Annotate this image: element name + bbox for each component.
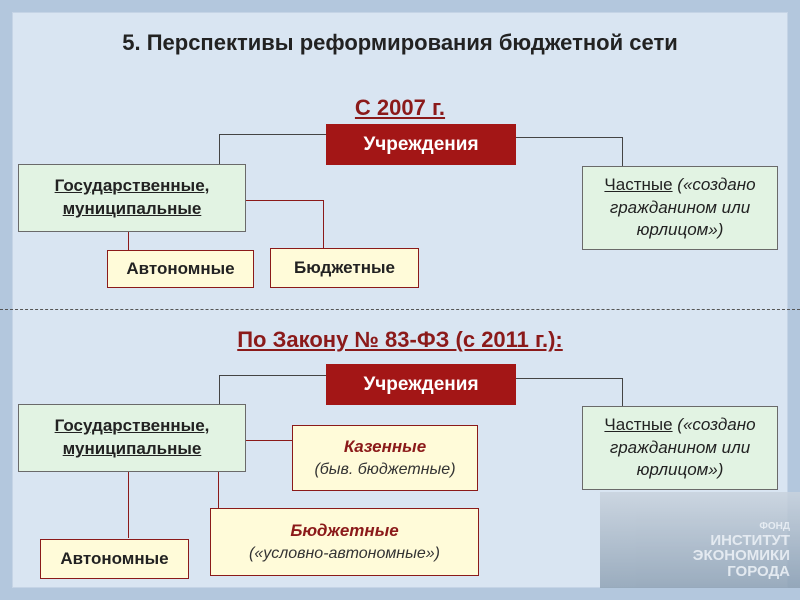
- slide-title: 5. Перспективы реформирования бюджетной …: [122, 30, 678, 55]
- connector-line: [219, 134, 220, 165]
- section2-heading: По Закону № 83-ФЗ (с 2011 г.):: [237, 327, 563, 352]
- connector-line: [622, 137, 623, 167]
- institute-logo-watermark: ФОНД ИНСТИТУТ ЭКОНОМИКИ ГОРОДА: [600, 492, 800, 588]
- connector-line: [219, 134, 327, 135]
- institutions-box-2011: Учреждения: [326, 364, 516, 405]
- budget-box-2011: Бюджетные («условно-автономные»): [210, 508, 479, 576]
- state-municipal-box-2011: Государственные, муниципальные: [18, 404, 246, 472]
- connector-line: [622, 378, 623, 406]
- private-box-2011: Частные («создано гражданином или юрлицо…: [582, 406, 778, 490]
- autonomous-box-2011: Автономные: [40, 539, 189, 579]
- connector-line: [515, 378, 622, 379]
- connector-line: [128, 231, 129, 251]
- connector-line: [219, 375, 220, 405]
- connector-line: [219, 375, 327, 376]
- connector-line: [246, 200, 324, 201]
- connector-line: [246, 440, 292, 441]
- kazennye-box: Казенные (быв. бюджетные): [292, 425, 478, 491]
- private-box-2007: Частные («создано гражданином или юрлицо…: [582, 166, 778, 250]
- autonomous-box-2007: Автономные: [107, 250, 254, 288]
- section1-heading: С 2007 г.: [354, 95, 446, 120]
- connector-line: [323, 200, 324, 249]
- connector-line: [128, 472, 129, 538]
- institutions-box-2007: Учреждения: [326, 124, 516, 165]
- section-divider: [0, 309, 800, 310]
- connector-line: [218, 472, 219, 509]
- state-municipal-box-2007: Государственные, муниципальные: [18, 164, 246, 232]
- budget-box-2007: Бюджетные: [270, 248, 419, 288]
- connector-line: [515, 137, 622, 138]
